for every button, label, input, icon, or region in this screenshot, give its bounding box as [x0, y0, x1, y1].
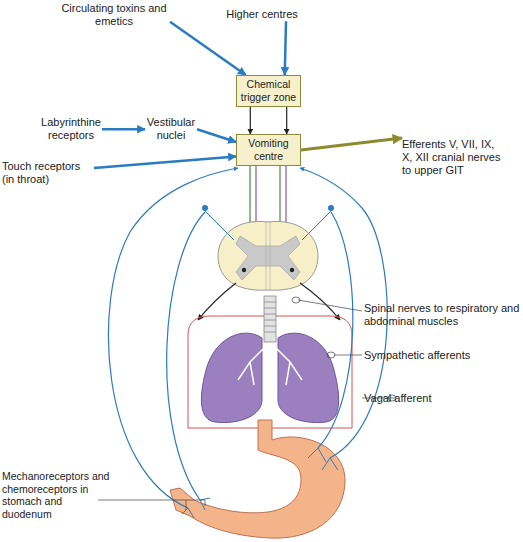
pathway-arrow: [94, 156, 236, 168]
receptor-text: Touch receptors (in throat): [2, 160, 94, 186]
leader-line: [298, 300, 362, 311]
leader-line: [334, 355, 362, 356]
afferent-nerve: [167, 212, 205, 500]
bronchi: [238, 342, 302, 385]
trachea: [264, 296, 276, 342]
node-text: Vestibular nuclei: [145, 116, 197, 142]
grey-matter: [236, 236, 300, 280]
callout-label: Spinal nerves to respiratory and abdomin…: [364, 302, 520, 328]
callout-label: Mechanoreceptors and chemoreceptors in s…: [2, 470, 114, 520]
pathway-arrow: [285, 21, 286, 75]
stomach: [170, 420, 345, 538]
dorsal-root: [302, 211, 331, 240]
leader-end: [327, 352, 335, 358]
process-box: Chemical trigger zone: [236, 75, 301, 107]
node-text: Chemical trigger zone: [237, 78, 300, 103]
ganglion: [328, 205, 334, 211]
spinal-nerve-arrow: [198, 283, 236, 320]
pathway-arrow: [197, 129, 236, 142]
dorsal-root: [205, 211, 234, 240]
node-text: Higher centres: [222, 8, 302, 21]
node-text: Efferents V, VII, IX, X, XII cranial ner…: [402, 138, 502, 178]
source-text: Higher centres: [222, 8, 302, 21]
node-text: Labyrinthine receptors: [40, 116, 102, 142]
node-text: Touch receptors (in throat): [2, 160, 94, 186]
pathway-arrow: [170, 22, 246, 75]
nucleus-text: Vestibular nuclei: [145, 116, 197, 142]
afferent-nerve: [108, 168, 238, 508]
pathway-arrow: [286, 107, 287, 134]
motor-neuron-dot: [242, 268, 246, 272]
ganglion: [202, 205, 208, 211]
nerve-endings: [182, 448, 338, 518]
efferent-text: Efferents V, VII, IX, X, XII cranial ner…: [402, 138, 502, 178]
leader-bracket: [98, 500, 205, 510]
sympathetic-afferent-nerve: [318, 212, 353, 448]
spinal-cord: [218, 221, 318, 290]
motor-neuron-dot: [290, 268, 294, 272]
receptor-text: Labyrinthine receptors: [40, 116, 102, 142]
pathway-arrow: [301, 138, 402, 150]
median-fissure: [266, 222, 270, 290]
node-text: Circulating toxins and emetics: [58, 2, 170, 28]
process-box: Vomiting centre: [236, 134, 301, 166]
callout-label: Sympathetic afferents: [364, 349, 514, 362]
source-text: Circulating toxins and emetics: [58, 2, 170, 28]
trachea-rings: [264, 302, 276, 332]
callout-label: Vagal afferent: [364, 392, 514, 405]
pathway-arrow: [102, 128, 145, 131]
pathway-arrow: [250, 107, 251, 134]
node-text: Vomiting centre: [237, 137, 300, 162]
leader-end: [292, 297, 300, 303]
